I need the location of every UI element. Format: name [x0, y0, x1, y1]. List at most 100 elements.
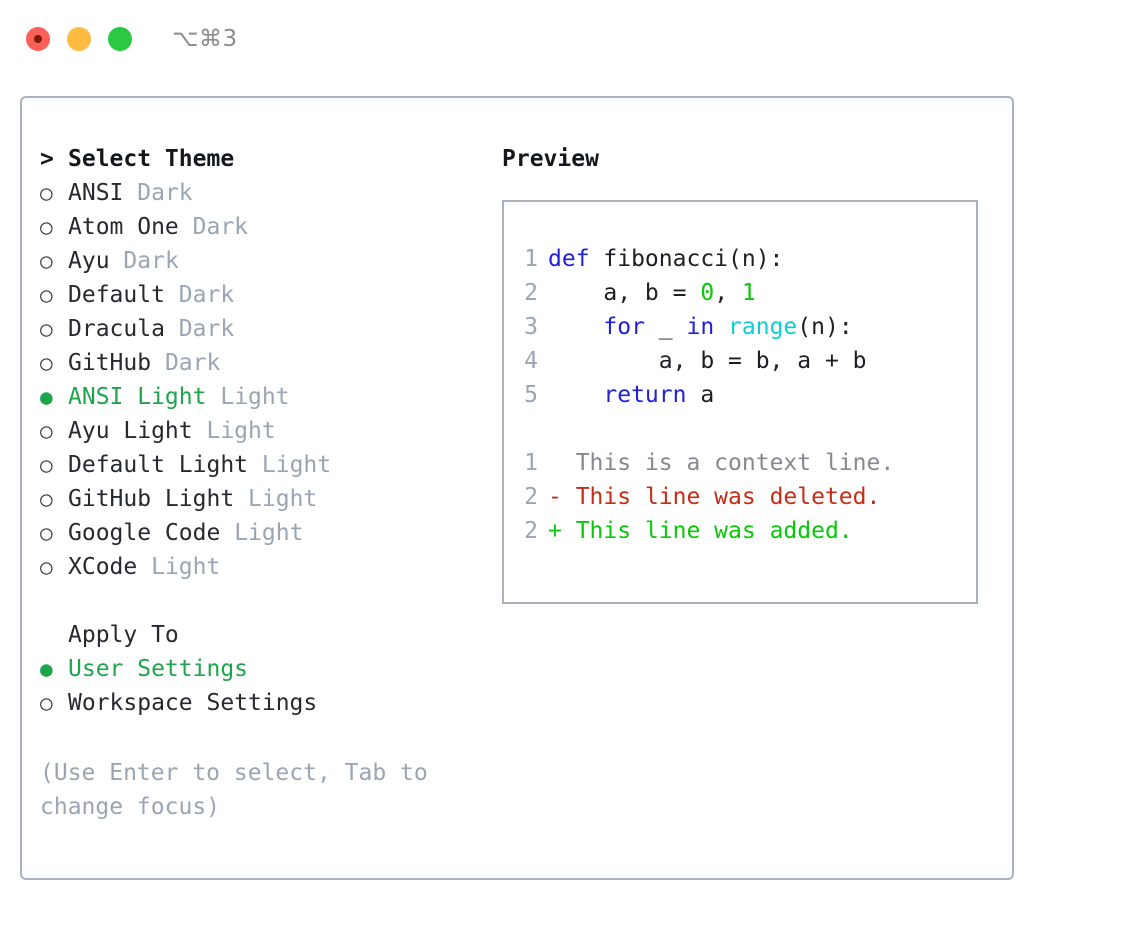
theme-kind-badge: Dark	[192, 214, 249, 240]
theme-list-item[interactable]: ○ Dracula Dark	[40, 316, 490, 350]
theme-name: GitHub	[68, 350, 152, 376]
theme-list-item[interactable]: ○Atom One Dark	[40, 214, 490, 248]
theme-list-item[interactable]: ○Ayu Light Light	[40, 418, 490, 452]
diff-marker: +	[548, 518, 576, 544]
theme-list-item[interactable]: ○ GitHub Dark	[40, 350, 490, 384]
diff-line-number: 2	[524, 518, 538, 544]
diff-block: 1 This is a context line. 2- This line wa…	[504, 446, 976, 548]
maximize-button[interactable]	[108, 27, 132, 51]
code-token-txt: (n):	[797, 314, 853, 340]
apply-to-label: Apply To	[68, 622, 179, 648]
diff-marker	[548, 446, 576, 480]
radio-unselected-icon: ○	[40, 555, 53, 579]
code-token-txt	[548, 382, 603, 408]
minimize-button[interactable]	[67, 27, 91, 51]
theme-kind-badge: Dark	[164, 350, 221, 376]
theme-gap	[165, 282, 179, 308]
select-theme-heading: > Select Theme	[40, 146, 490, 180]
theme-name: Atom One	[68, 214, 179, 240]
theme-name: XCode	[68, 554, 138, 580]
diff-marker: -	[548, 484, 576, 510]
code-line-number: 1	[524, 246, 538, 272]
code-diff-gap	[504, 412, 976, 446]
code-token-kw: return	[603, 382, 687, 408]
theme-gap	[248, 452, 262, 478]
radio-unselected-icon: ○	[40, 283, 53, 307]
theme-kind-badge: Light	[261, 452, 332, 478]
theme-list-item[interactable]: ○ GitHub Light Light	[40, 486, 490, 520]
code-token-txt: _	[644, 314, 687, 340]
radio-unselected-icon: ○	[40, 521, 53, 545]
theme-list-item[interactable]: ○Default Dark	[40, 282, 490, 316]
code-token-txt	[714, 314, 728, 340]
main-panel: > Select Theme ○ANSI Dark○Atom One Dark○…	[20, 96, 1014, 880]
preview-title: Preview	[502, 146, 599, 172]
radio-unselected-icon: ○	[40, 317, 53, 341]
apply-to-option[interactable]: ○ Workspace Settings	[40, 690, 490, 724]
theme-name: Ayu Light	[68, 418, 193, 444]
theme-gap	[110, 248, 124, 274]
close-button[interactable]	[26, 27, 50, 51]
theme-kind-badge: Dark	[137, 180, 193, 206]
theme-list-item[interactable]: ○Ayu Dark	[40, 248, 490, 282]
apply-to-option-label: User Settings	[68, 656, 249, 682]
code-line: 3 for _ in range(n):	[504, 310, 976, 344]
theme-gap	[193, 418, 207, 444]
apply-to-heading: Apply To	[40, 622, 490, 656]
theme-list: ○ANSI Dark○Atom One Dark○Ayu Dark○Defaul…	[40, 180, 490, 588]
theme-gap	[179, 214, 193, 240]
radio-unselected-icon: ○	[40, 419, 53, 443]
theme-kind-badge: Light	[220, 384, 290, 410]
theme-gap	[220, 520, 234, 546]
theme-name: GitHub Light	[68, 486, 235, 512]
theme-list-item[interactable]: ●ANSI Light Light	[40, 384, 490, 418]
theme-list-item[interactable]: ○ANSI Dark	[40, 180, 490, 214]
code-token-kw: def	[548, 246, 590, 272]
radio-unselected-icon: ○	[40, 691, 53, 715]
theme-kind-badge: Light	[248, 486, 318, 512]
theme-selector-column: > Select Theme ○ANSI Dark○Atom One Dark○…	[40, 146, 490, 824]
radio-unselected-icon: ○	[40, 351, 53, 375]
code-line: 4 a, b = b, a + b	[504, 344, 976, 378]
code-line-content: for _ in range(n):	[548, 310, 853, 344]
theme-kind-badge: Dark	[123, 248, 179, 274]
theme-list-item[interactable]: ○Google Code Light	[40, 520, 490, 554]
theme-list-item[interactable]: ○XCode Light	[40, 554, 490, 588]
theme-gap	[123, 180, 137, 206]
radio-unselected-icon: ○	[40, 453, 53, 477]
theme-gap	[234, 486, 248, 512]
diff-line-text: This line was deleted.	[575, 484, 881, 510]
code-token-num: 0	[700, 280, 715, 306]
theme-name: ANSI Light	[68, 384, 207, 410]
code-token-txt	[548, 314, 603, 340]
theme-kind-badge: Light	[234, 520, 304, 546]
diff-line: 1 This is a context line.	[504, 446, 976, 480]
apply-to-option-label: Workspace Settings	[68, 690, 318, 716]
code-token-txt: a, b = b, a + b	[548, 348, 867, 374]
code-line-number: 2	[524, 280, 538, 306]
theme-gap	[165, 316, 179, 342]
code-token-txt: a	[686, 382, 715, 408]
code-token-kw: in	[686, 314, 715, 340]
theme-gap	[137, 554, 151, 580]
code-line: 5 return a	[504, 378, 976, 412]
theme-list-item[interactable]: ○ Default Light Light	[40, 452, 490, 486]
window-controls	[26, 27, 132, 51]
diff-line: 2+ This line was added.	[504, 514, 976, 548]
apply-to-option[interactable]: ● User Settings	[40, 656, 490, 690]
code-token-txt: fibonacci(n):	[589, 246, 784, 272]
code-line-content: return a	[548, 378, 714, 412]
code-line: 2 a, b = 0, 1	[504, 276, 976, 310]
theme-name: Default Light	[68, 452, 249, 478]
theme-name: Dracula	[68, 316, 165, 342]
keyboard-shortcut-label: ⌥⌘3	[172, 26, 238, 52]
radio-unselected-icon: ○	[40, 487, 53, 511]
radio-selected-icon: ●	[40, 657, 53, 681]
code-line-number: 5	[524, 382, 538, 408]
theme-name: ANSI	[68, 180, 124, 206]
theme-kind-badge: Dark	[178, 316, 235, 342]
apply-to-list: ● User Settings ○ Workspace Settings	[40, 656, 490, 724]
